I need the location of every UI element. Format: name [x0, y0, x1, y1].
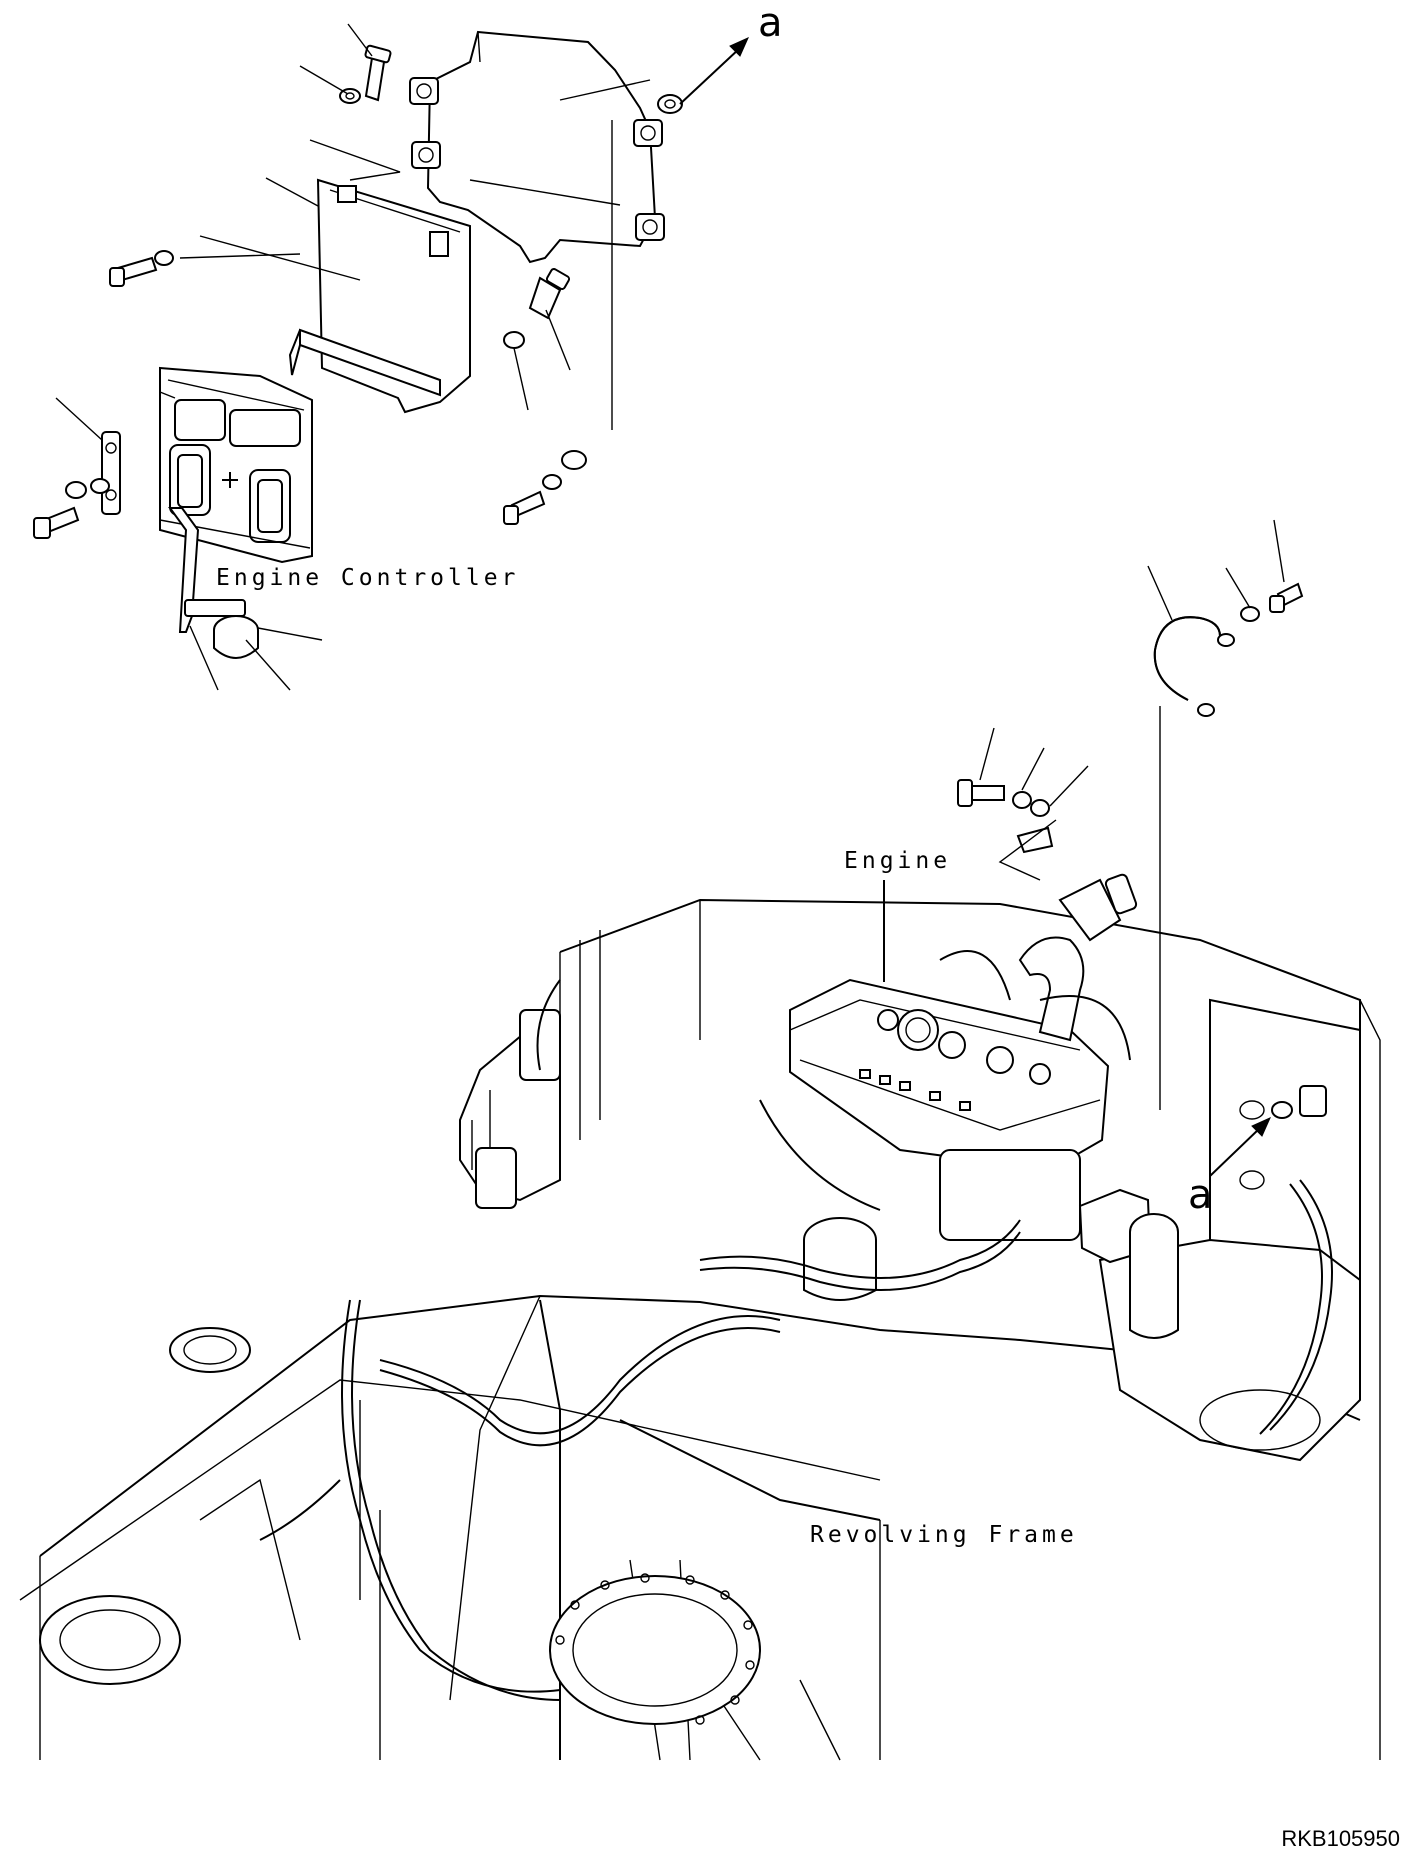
washer-icon	[1240, 606, 1260, 622]
bolt-icon	[957, 779, 1005, 807]
engine-label: Engine	[844, 848, 951, 874]
washer-icon	[65, 481, 87, 499]
controller-plate	[288, 178, 471, 414]
washer-icon	[542, 474, 562, 490]
callout-a-top-label: a	[758, 0, 783, 46]
nut-icon	[90, 478, 110, 494]
drawing-code: RKB105950	[1281, 1826, 1400, 1851]
engine-controller-label: Engine Controller	[216, 565, 519, 591]
bolt-icon	[109, 256, 158, 287]
callout-a-bottom: a	[1188, 1117, 1271, 1218]
clamp-icon	[213, 615, 259, 659]
engine-controller	[159, 366, 313, 564]
nut-icon	[1217, 633, 1235, 647]
bolt-icon	[364, 44, 392, 102]
engine	[789, 873, 1179, 1339]
nut-icon	[561, 450, 587, 470]
washer-icon	[154, 250, 174, 266]
washer-icon	[1012, 791, 1032, 809]
boom-boss	[39, 1327, 251, 1685]
bolt-icon	[1269, 582, 1304, 613]
nut-icon	[1016, 799, 1054, 854]
arrow-icon	[729, 37, 749, 57]
leader-lines	[55, 23, 651, 691]
mounting-bracket	[409, 30, 665, 264]
engine-ground-hardware	[957, 727, 1089, 881]
wire-strap	[168, 507, 259, 659]
ground-wire-assembly	[1147, 519, 1304, 1110]
washer-icon	[503, 331, 525, 349]
callout-a-top: a	[679, 0, 783, 105]
engine-controller-assembly: a Engine Controller	[33, 0, 783, 691]
nut-icon	[1197, 703, 1215, 717]
nut-icon	[657, 94, 683, 114]
arrow-icon	[1251, 1117, 1271, 1137]
callout-a-bottom-label: a	[1188, 1172, 1213, 1218]
wire-harness	[259, 950, 1333, 1701]
bolt-icon	[503, 490, 546, 525]
engine-callout: Engine	[844, 848, 951, 982]
swing-circle	[549, 1573, 761, 1725]
bolt-icon	[528, 268, 571, 320]
revolving-frame-label: Revolving Frame	[810, 1522, 1078, 1548]
bolt-icon	[33, 506, 80, 539]
side-bracket	[101, 431, 121, 515]
